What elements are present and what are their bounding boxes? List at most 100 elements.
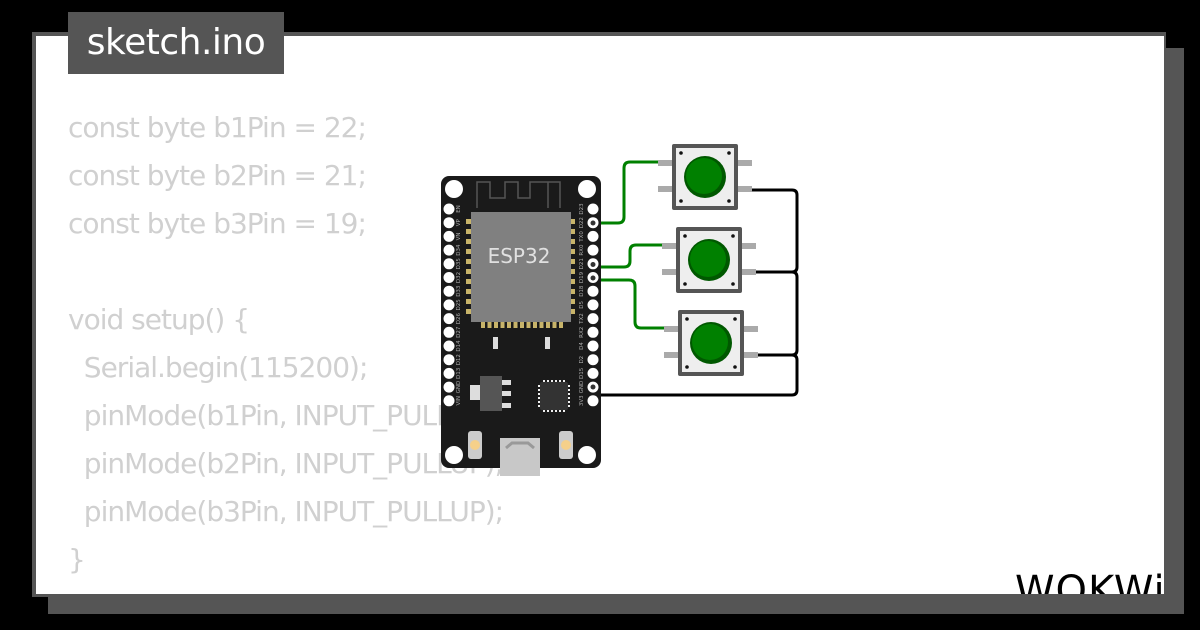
chip-pin — [543, 380, 545, 382]
voltage-regulator — [480, 376, 502, 411]
chip-pad — [569, 309, 575, 314]
chip-pad — [569, 219, 575, 224]
regulator-pin — [502, 403, 511, 408]
button-leg — [740, 243, 756, 249]
esp32-board: ESP32ENVPVND34D35D32D33D25D26D27D14D12D1… — [441, 176, 601, 476]
chip-pad — [500, 322, 505, 328]
pin-label: D22 — [579, 217, 585, 228]
pin-hole — [587, 340, 599, 352]
pin-hole — [587, 299, 599, 311]
pin-label: D2 — [579, 356, 585, 364]
pin-label: D26 — [456, 312, 462, 324]
button-leg — [664, 326, 680, 332]
chip-pad — [569, 259, 575, 264]
chip-pad — [507, 322, 511, 328]
chip-pin — [559, 380, 561, 382]
button-leg — [740, 269, 756, 275]
chip-pin — [563, 410, 565, 412]
wire-d21 — [592, 243, 664, 269]
chip-pad — [466, 229, 472, 234]
pin-label: GND — [579, 381, 585, 394]
chip-pin — [538, 385, 540, 387]
pin-connected — [590, 384, 596, 390]
button-dot — [731, 234, 735, 238]
pushbutton-1[interactable] — [658, 144, 752, 210]
chip-pin — [538, 389, 540, 391]
chip-pad — [526, 322, 531, 328]
code-line: Serial.begin(115200); — [68, 351, 369, 384]
button-dot — [685, 317, 689, 321]
smd-led — [493, 337, 498, 349]
pin-label: EN — [456, 205, 462, 213]
regulator-tab — [470, 385, 480, 400]
pin-label: D21 — [579, 258, 585, 269]
button-dot — [683, 234, 687, 238]
pin-label: D27 — [456, 326, 462, 338]
pin-hole — [443, 340, 455, 352]
pin-hole — [443, 326, 455, 338]
usb-uart-chip — [540, 382, 568, 410]
chip-pad — [466, 219, 472, 224]
pin-hole — [587, 313, 599, 325]
chip-label: ESP32 — [488, 244, 551, 268]
chip-pin — [568, 401, 570, 403]
pin-label: RX0 — [579, 244, 585, 256]
button-leg — [662, 269, 678, 275]
pin-hole — [587, 395, 599, 407]
chip-pad — [539, 322, 544, 328]
file-tab[interactable]: sketch.ino — [68, 12, 284, 74]
pin-label: VIN — [456, 396, 462, 406]
pin-label: D33 — [456, 285, 462, 297]
button-leg — [742, 326, 758, 332]
pin-hole — [443, 367, 455, 379]
chip-pad — [569, 239, 575, 244]
pin-hole — [443, 313, 455, 325]
chip-pad — [569, 229, 575, 234]
esp32-module — [471, 212, 571, 322]
code-line: const byte b1Pin = 22; — [68, 111, 367, 144]
chip-pad — [520, 322, 524, 328]
pin-label: D18 — [579, 285, 585, 297]
pin-hole — [587, 326, 599, 338]
pin-hole — [443, 203, 455, 215]
wires — [592, 160, 799, 397]
pin-connected — [590, 262, 596, 267]
pushbutton-3[interactable] — [664, 310, 758, 376]
pin-hole — [443, 272, 455, 283]
chip-pin — [568, 389, 570, 391]
chip-pin — [568, 397, 570, 399]
pin-label: D25 — [456, 299, 462, 311]
code-line: const byte b2Pin = 21; — [68, 159, 367, 192]
pin-label: TX2 — [579, 313, 585, 325]
mount-hole — [445, 446, 463, 464]
chip-pad — [494, 322, 498, 328]
button-dot — [733, 317, 737, 321]
button-leg — [662, 243, 678, 249]
chip-pad — [487, 322, 492, 328]
chip-pad — [466, 299, 472, 304]
pin-hole — [587, 203, 599, 215]
button-cap — [690, 241, 726, 277]
pin-hole — [443, 217, 455, 229]
chip-pin — [551, 380, 553, 382]
chip-pad — [569, 249, 575, 254]
button-dot — [733, 365, 737, 369]
pin-label: RX2 — [579, 327, 585, 338]
pin-hole — [443, 381, 455, 393]
button-dot — [679, 151, 683, 155]
chip-pad — [466, 239, 472, 244]
button-cap — [692, 324, 728, 360]
pin-label: D12 — [456, 354, 462, 365]
pin-hole — [587, 285, 599, 297]
chip-pad — [466, 249, 472, 254]
chip-pin — [559, 410, 561, 412]
chip-pad — [466, 269, 472, 274]
pin-label: D5 — [579, 301, 585, 309]
button-dot — [731, 282, 735, 286]
chip-pad — [569, 269, 575, 274]
wokwi-logo: WOKWi — [1015, 568, 1164, 594]
chip-pin — [547, 410, 549, 412]
chip-pin — [547, 380, 549, 382]
smd-led — [545, 337, 550, 349]
pushbutton-2[interactable] — [662, 227, 756, 293]
